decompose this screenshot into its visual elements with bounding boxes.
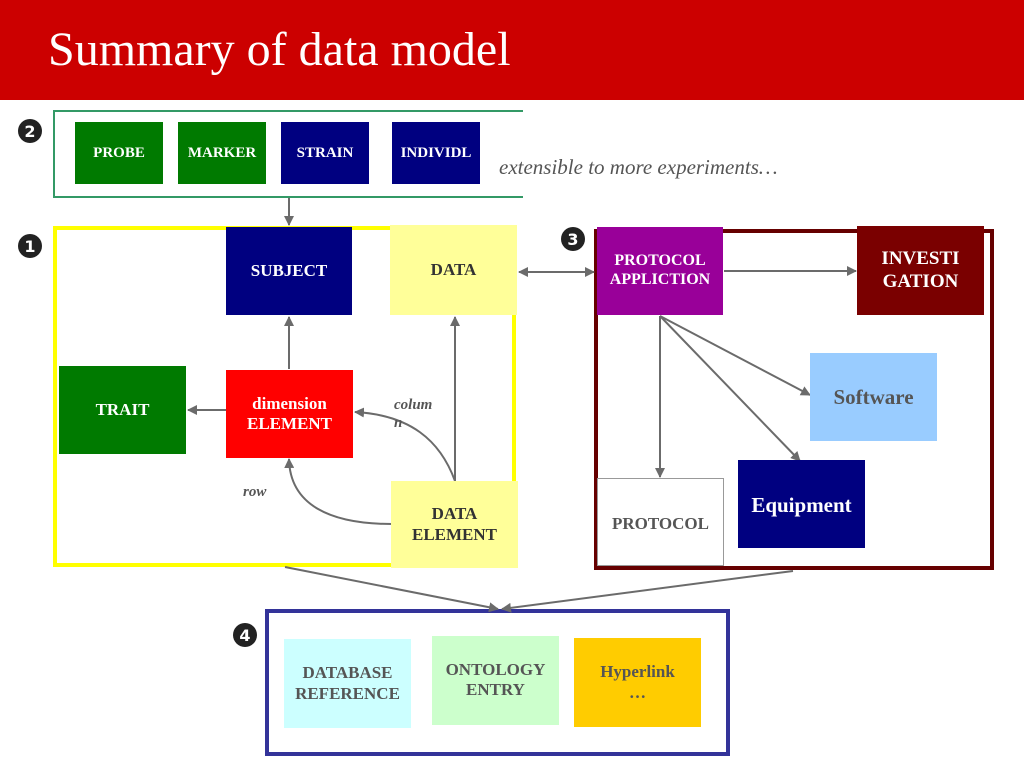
- experiment-types-frame: [53, 110, 523, 198]
- data-box: DATA: [390, 225, 517, 315]
- marker-box: MARKER: [178, 122, 266, 184]
- badge-4: 4: [233, 623, 257, 647]
- data-element-box: DATA ELEMENT: [391, 481, 518, 568]
- database-reference-box: DATABASE REFERENCE: [284, 639, 411, 728]
- dimension-element-box: dimension ELEMENT: [226, 370, 353, 458]
- arrow-column-to-dimension: [354, 407, 456, 482]
- software-box: Software: [810, 353, 937, 441]
- individl-box: INDIVIDL: [392, 122, 480, 184]
- badge-1: 1: [18, 234, 42, 258]
- badge-2: 2: [18, 119, 42, 143]
- probe-box: PROBE: [75, 122, 163, 184]
- row-label: row: [243, 484, 267, 500]
- trait-box: TRAIT: [59, 366, 186, 454]
- hyperlink-box: Hyperlink …: [574, 638, 701, 727]
- protocol-box: PROTOCOL: [597, 478, 724, 566]
- investigation-box: INVESTI GATION: [857, 226, 984, 315]
- arrow-core-to-reference: [284, 566, 499, 613]
- strain-box: STRAIN: [281, 122, 369, 184]
- page-title: Summary of data model: [48, 23, 511, 76]
- column-label: colum n: [394, 397, 433, 431]
- protocol-application-box: PROTOCOL APPLICTION: [597, 227, 723, 315]
- protocol-frame: [594, 229, 994, 570]
- arrow-row-to-dimension: [284, 458, 393, 525]
- arrow-protocolapp-to-equipment: [659, 315, 801, 462]
- badge-3: 3: [561, 227, 585, 251]
- equipment-box: Equipment: [738, 460, 865, 548]
- extensible-note: extensible to more experiments…: [499, 155, 778, 179]
- ontology-entry-box: ONTOLOGY ENTRY: [432, 636, 559, 725]
- title-banner: Summary of data model: [0, 0, 1024, 100]
- arrow-protocolapp-to-software: [659, 315, 811, 396]
- subject-box: SUBJECT: [226, 227, 352, 315]
- arrow-protocol-to-reference: [501, 570, 794, 613]
